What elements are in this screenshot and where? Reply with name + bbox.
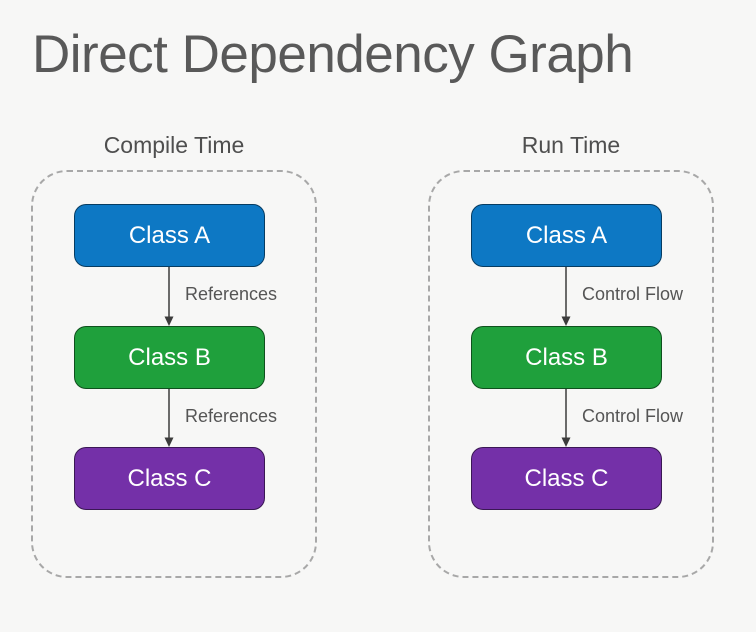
node-class-a-label: Class A: [525, 221, 608, 249]
edge-label-references-2: References: [185, 406, 278, 426]
page-title: Direct Dependency Graph: [32, 25, 634, 84]
arrow-down-icon: [561, 389, 571, 447]
node-class-c: Class C: [471, 447, 662, 510]
edge-label-control-flow-1: Control Flow: [582, 284, 684, 304]
node-class-a-label: Class A: [128, 221, 211, 249]
node-class-c: Class C: [74, 447, 265, 510]
node-class-b-label: Class B: [525, 343, 608, 371]
arrow-down-icon: [164, 389, 174, 447]
arrow-down-icon: [164, 267, 174, 326]
arrow-down-icon: [561, 267, 571, 326]
panel-title-compile-time: Compile Time: [103, 132, 245, 158]
panel-title-run-time: Run Time: [521, 132, 621, 158]
panel-run-time: Class A Control Flow Class B Control Flo…: [428, 170, 714, 578]
edge-label-references-1: References: [185, 284, 278, 304]
node-class-c-label: Class C: [127, 464, 212, 492]
node-class-c-label: Class C: [524, 464, 609, 492]
node-class-b: Class B: [74, 326, 265, 389]
node-class-b-label: Class B: [128, 343, 211, 371]
node-class-a: Class A: [471, 204, 662, 267]
panel-compile-time: Class A References Class B References Cl…: [31, 170, 317, 578]
node-class-b: Class B: [471, 326, 662, 389]
edge-label-control-flow-2: Control Flow: [582, 406, 684, 426]
node-class-a: Class A: [74, 204, 265, 267]
